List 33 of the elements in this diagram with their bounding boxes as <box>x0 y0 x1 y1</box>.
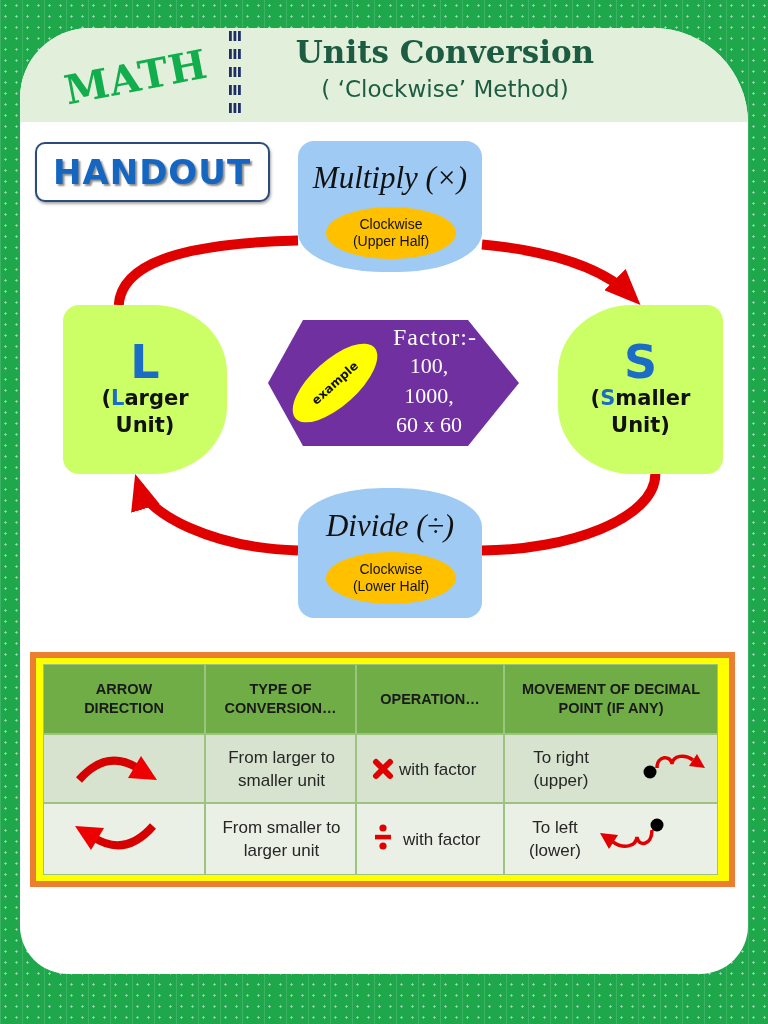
title: Units Conversion <box>294 33 596 71</box>
cell-text: To left (lower) <box>528 817 582 862</box>
operation-box <box>298 141 482 272</box>
factor-hexagon <box>268 320 519 446</box>
unit-letter: S <box>622 337 659 387</box>
cell-text: with factor <box>399 758 478 780</box>
column-header: MOVEMENT OF DECIMAL POINT (IF ANY) <box>504 664 718 734</box>
unit-box <box>558 305 723 474</box>
cell-text: From smaller to larger unit <box>221 817 342 862</box>
handout-banner <box>35 142 270 202</box>
banner-text: HANDOUT <box>51 151 253 194</box>
column-header: OPERATION… <box>356 664 504 734</box>
curved-connector <box>481 473 661 556</box>
cell-text: From larger to smaller unit <box>227 746 336 792</box>
curved-arrow <box>133 474 299 556</box>
oval-text: Clockwise (Lower Half) <box>351 561 431 595</box>
column-header: TYPE OF CONVERSION… <box>205 664 356 734</box>
subject-label: MATH <box>59 39 213 115</box>
unit-label: (Smaller Unit) <box>589 385 692 439</box>
cell-text: To right (upper) <box>532 746 590 792</box>
unit-box <box>63 305 227 474</box>
operation-label: Divide (÷) <box>324 507 455 545</box>
curved-arrow <box>481 239 641 305</box>
operation-label: Multiply (×) <box>311 159 469 197</box>
subtitle: ( ‘Clockwise’ Method) <box>320 75 570 104</box>
unit-label: (Larger Unit) <box>100 385 190 439</box>
operation-box <box>298 488 482 618</box>
cell-text: with factor <box>403 828 482 851</box>
column-header: ARROW DIRECTION <box>43 664 205 734</box>
factor-heading: Factor:- <box>393 323 478 351</box>
oval-text: Clockwise (Upper Half) <box>351 216 431 250</box>
factor-values: 100, 1000, 60 x 60 <box>395 352 463 439</box>
unit-letter: L <box>129 337 161 387</box>
